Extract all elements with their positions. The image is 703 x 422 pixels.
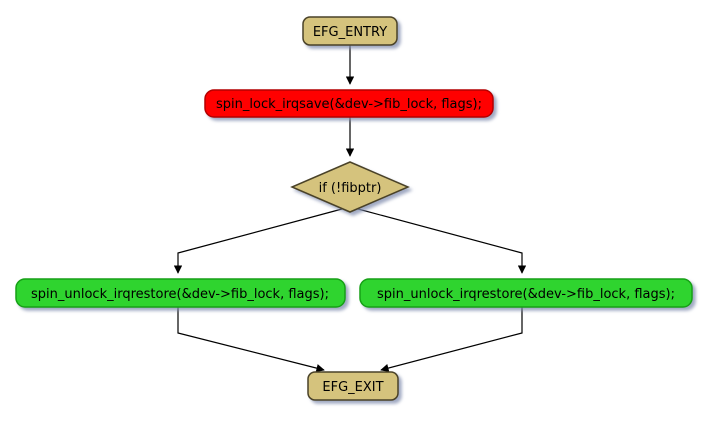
- unlock-left-node-label: spin_unlock_irqrestore(&dev->fib_lock, f…: [31, 287, 329, 302]
- spin-lock-node: spin_lock_irqsave(&dev->fib_lock, flags)…: [204, 89, 494, 118]
- exit-node-shape: [307, 371, 399, 401]
- condition-diamond-shape: [290, 161, 410, 213]
- condition-diamond: if (!fibptr): [290, 161, 410, 213]
- unlock-right-node: spin_unlock_irqrestore(&dev->fib_lock, f…: [359, 278, 693, 308]
- entry-node-label: EFG_ENTRY: [313, 25, 387, 40]
- spin-lock-node-label: spin_lock_irqsave(&dev->fib_lock, flags)…: [216, 97, 482, 112]
- spin-lock-node-shape: [204, 89, 494, 118]
- entry-node: EFG_ENTRY: [302, 16, 398, 46]
- unlock-left-node: spin_unlock_irqrestore(&dev->fib_lock, f…: [15, 278, 346, 308]
- edge-condition-to-unlock-right: [357, 208, 527, 274]
- edge-unlock-right-to-exit: [380, 307, 523, 373]
- edges-group: [173, 45, 527, 373]
- edge-unlock-left-to-exit: [177, 307, 325, 373]
- unlock-left-node-shape: [15, 278, 346, 308]
- unlock-right-node-label: spin_unlock_irqrestore(&dev->fib_lock, f…: [377, 287, 675, 302]
- condition-diamond-label: if (!fibptr): [319, 181, 382, 196]
- edge-condition-to-unlock-left: [173, 208, 343, 274]
- exit-node-label: EFG_EXIT: [322, 380, 383, 395]
- unlock-right-node-shape: [359, 278, 693, 308]
- exit-node: EFG_EXIT: [307, 371, 399, 401]
- entry-node-shape: [302, 16, 398, 46]
